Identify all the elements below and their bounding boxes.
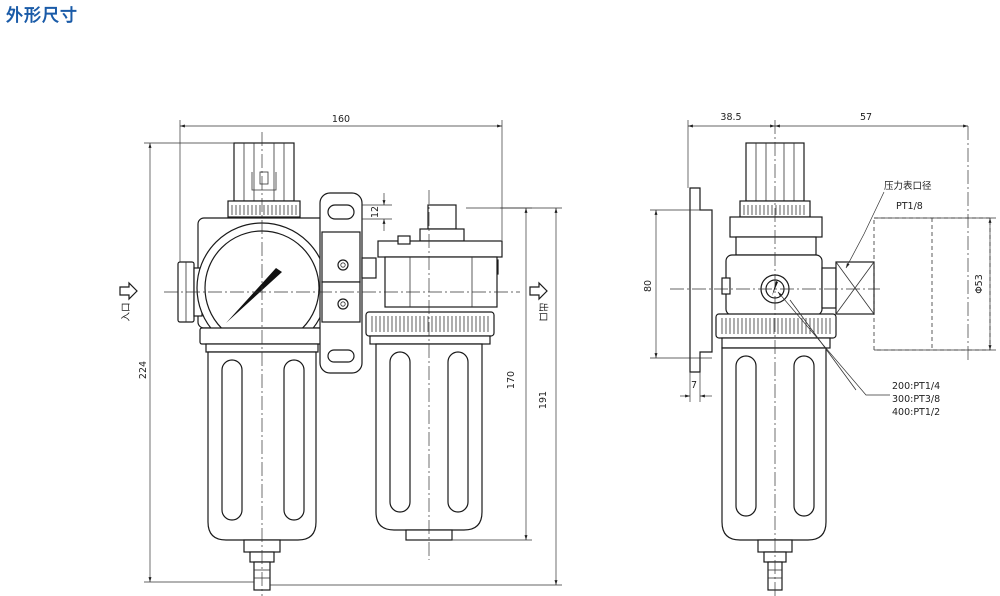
connector-bracket — [319, 192, 377, 374]
lubricator-collar — [365, 311, 495, 345]
inlet-label: 入口 — [121, 302, 132, 321]
side-view: 38.5 57 80 7 Φ53 压力表口径 PT1/8 200:PT1/4 3… — [643, 112, 996, 596]
side-filter-bowl — [721, 347, 827, 591]
port-300-label: 300:PT3/8 — [892, 394, 940, 405]
dim-gauge-diameter: Φ53 — [974, 274, 985, 294]
dim-side-right: 57 — [860, 112, 872, 123]
port-200-label: 200:PT1/4 — [892, 381, 940, 392]
dim-bracket-height: 80 — [643, 280, 654, 292]
dim-total-width: 160 — [332, 114, 350, 125]
gauge-needle — [226, 268, 282, 323]
page-title: 外形尺寸 — [6, 6, 78, 26]
inlet-arrow-icon — [119, 281, 138, 301]
dim-bracket-offset: 12 — [370, 206, 381, 218]
outlet-label: 出口 — [537, 302, 549, 321]
dim-bracket-thickness: 7 — [691, 380, 697, 391]
outlet-arrow-icon — [529, 281, 548, 301]
front-view: 入口 出口 160 224 12 170 191 — [119, 114, 562, 596]
port-400-label: 400:PT1/2 — [892, 407, 940, 418]
dim-total-height: 224 — [138, 361, 149, 379]
dim-side-left: 38.5 — [720, 112, 741, 123]
regulator-knob — [227, 142, 301, 218]
gauge-thread-label: PT1/8 — [896, 201, 923, 212]
lubricator-top — [377, 204, 503, 308]
dim-overall-height: 191 — [538, 391, 549, 409]
dim-filter-height: 170 — [506, 371, 517, 389]
mounting-bracket — [689, 187, 713, 373]
gauge-port-label: 压力表口径 — [884, 180, 932, 192]
